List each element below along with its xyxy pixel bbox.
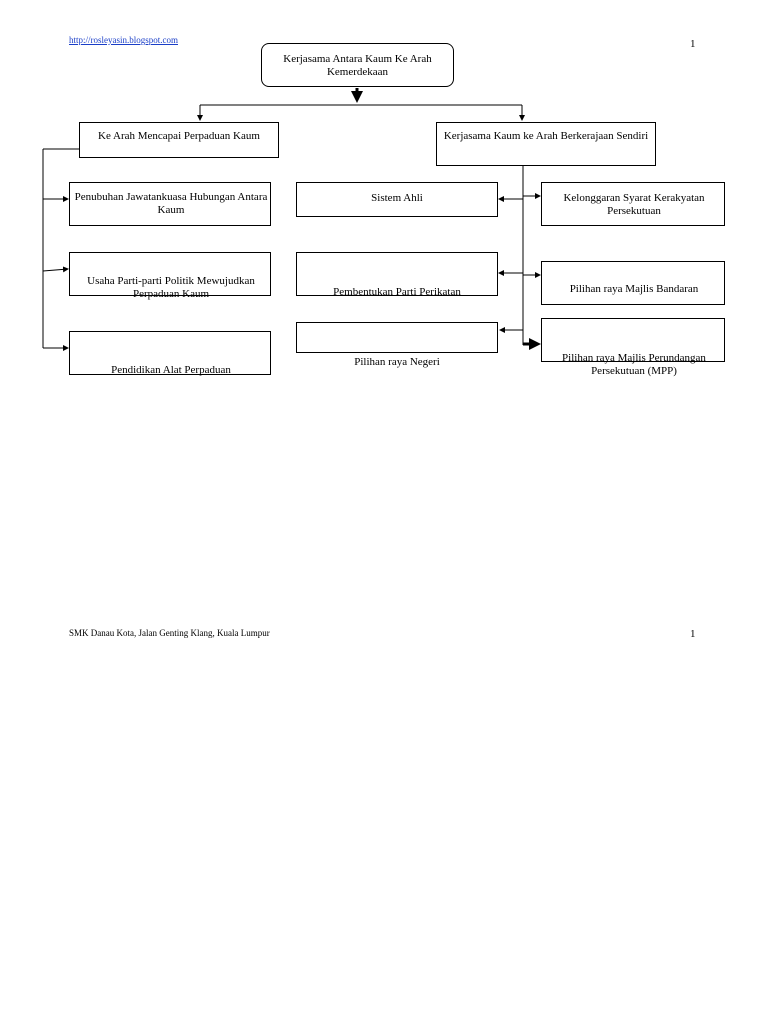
blog-link[interactable]: http://rosleyasin.blogspot.com <box>69 35 178 45</box>
footer-address: SMK Danau Kota, Jalan Genting Klang, Kua… <box>69 628 270 638</box>
right-branch-label: Kerjasama Kaum ke Arah Berkerajaan Sendi… <box>443 130 649 142</box>
left-item-3: Pendidikan Alat Perpaduan <box>69 331 271 376</box>
right-item-2-label: Pilihan raya Majlis Bandaran <box>569 283 699 295</box>
right-item-1-label: Kelonggaran Syarat Kerakyatan Persekutua… <box>563 192 705 217</box>
left-item-1-label: Penubuhan Jawatankuasa Hubungan Antara K… <box>74 191 268 216</box>
root-label: Kerjasama Antara Kaum Ke Arah Kemerdekaa… <box>283 53 432 78</box>
mid-item-1: Sistem Ahli <box>296 182 498 217</box>
left-item-3-label: Pendidikan Alat Perpaduan <box>111 364 231 376</box>
left-item-1: Penubuhan Jawatankuasa Hubungan Antara K… <box>69 182 271 226</box>
mid-item-3 <box>296 322 498 353</box>
right-branch-node: Kerjasama Kaum ke Arah Berkerajaan Sendi… <box>436 122 656 166</box>
mid-item-1-label: Sistem Ahli <box>371 192 423 204</box>
mid-item-2: Pembentukan Parti Perikatan <box>296 252 498 298</box>
root-node: Kerjasama Antara Kaum Ke Arah Kemerdekaa… <box>261 43 454 87</box>
right-item-3: Pilihan raya Majlis Perundangan Persekut… <box>541 318 725 377</box>
right-item-2: Pilihan raya Majlis Bandaran <box>541 261 725 305</box>
mid-item-3-label: Pilihan raya Negeri <box>354 356 440 368</box>
page-number-top: 1 <box>690 38 696 50</box>
page-number-bottom: 1 <box>690 628 696 640</box>
mid-item-2-label: Pembentukan Parti Perikatan <box>333 286 461 298</box>
right-item-1: Kelonggaran Syarat Kerakyatan Persekutua… <box>541 182 725 226</box>
left-item-2: Usaha Parti-parti Politik Mewujudkan Per… <box>69 252 271 300</box>
left-branch-node: Ke Arah Mencapai Perpaduan Kaum <box>79 122 279 158</box>
right-item-3-label: Pilihan raya Majlis Perundangan Persekut… <box>562 352 706 377</box>
left-branch-label: Ke Arah Mencapai Perpaduan Kaum <box>98 130 260 142</box>
connector-lines <box>42 88 541 351</box>
arrow-left-item-2 <box>42 266 69 273</box>
left-item-2-label: Usaha Parti-parti Politik Mewujudkan Per… <box>87 275 255 300</box>
